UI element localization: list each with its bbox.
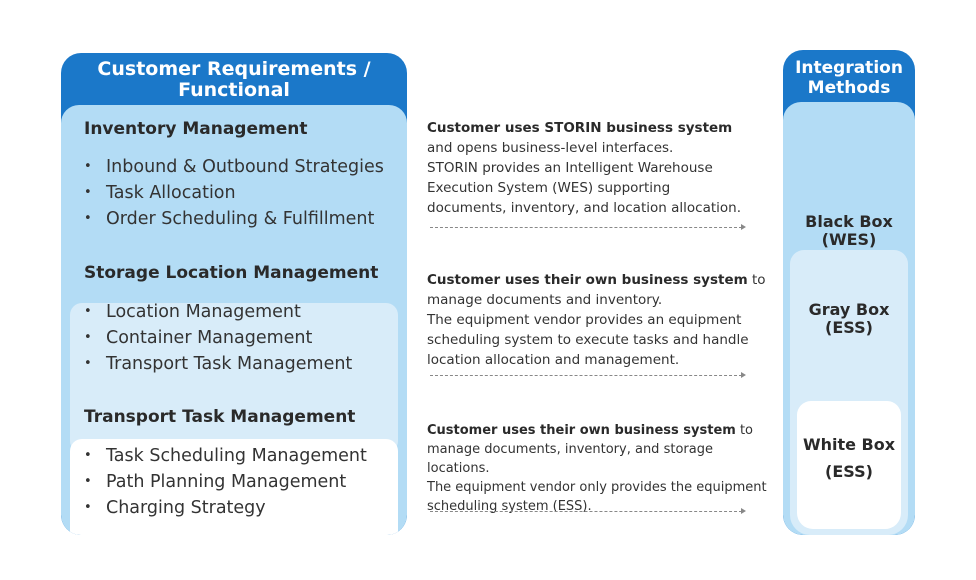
requirements-header-line2: Functional	[178, 79, 290, 101]
integration-header: Integration Methods	[783, 58, 915, 98]
method-white-box: White Box (ESS)	[797, 431, 901, 485]
method-gray-box: Gray Box (ESS)	[790, 301, 908, 337]
list-item: Charging Strategy	[84, 495, 367, 521]
method-system: (ESS)	[825, 462, 873, 481]
list-item: Path Planning Management	[84, 469, 367, 495]
description-line: Execution System (WES) supporting	[427, 180, 671, 196]
method-name: Gray Box	[808, 300, 890, 319]
description-line: documents, inventory, and location alloc…	[427, 200, 741, 216]
method-name: Black Box	[805, 212, 893, 231]
list-item: Location Management	[84, 299, 352, 325]
integration-header-line2: Methods	[807, 78, 891, 98]
description-wes: Customer uses STORIN business system and…	[427, 118, 777, 218]
list-item: Task Allocation	[84, 180, 384, 206]
description-line: STORIN provides an Intelligent Warehouse	[427, 160, 713, 176]
list-item: Inbound & Outbound Strategies	[84, 154, 384, 180]
description-line: and opens business-level interfaces.	[427, 140, 674, 156]
description-white-box: Customer uses their own business system …	[427, 421, 777, 516]
dashed-arrow	[430, 224, 746, 230]
description-gray-box: Customer uses their own business system …	[427, 270, 777, 370]
inventory-list: Inbound & Outbound Strategies Task Alloc…	[84, 154, 384, 232]
requirements-header: Customer Requirements / Functional	[61, 53, 407, 105]
storage-list: Location Management Container Management…	[84, 299, 352, 377]
transport-list: Task Scheduling Management Path Planning…	[84, 443, 367, 521]
description-rest: to	[735, 423, 753, 438]
integration-body: Black Box (WES) Gray Box (ESS) White Box…	[783, 102, 915, 535]
description-line: location allocation and management.	[427, 352, 680, 368]
list-item: Order Scheduling & Fulfillment	[84, 206, 384, 232]
gray-box-card: Gray Box (ESS) White Box (ESS)	[790, 250, 908, 535]
integration-panel: Integration Methods Black Box (WES) Gray…	[783, 50, 915, 535]
requirements-body: Inventory Management Inbound & Outbound …	[61, 105, 407, 535]
integration-header-line1: Integration	[795, 58, 903, 78]
description-bold: Customer uses their own business system	[427, 423, 736, 438]
method-black-box: Black Box (WES)	[783, 213, 915, 249]
description-line: manage documents and inventory.	[427, 292, 663, 308]
method-system: (WES)	[821, 230, 877, 249]
description-line: scheduling system (ESS).	[427, 499, 592, 514]
list-item: Container Management	[84, 325, 352, 351]
white-box-card: White Box (ESS)	[797, 401, 901, 529]
list-item: Transport Task Management	[84, 351, 352, 377]
description-rest: to	[747, 272, 766, 288]
description-bold: Customer uses their own business system	[427, 272, 748, 288]
requirements-panel: Customer Requirements / Functional Inven…	[61, 53, 407, 535]
description-line: manage documents, inventory, and storage…	[427, 442, 713, 476]
description-line: The equipment vendor provides an equipme…	[427, 312, 742, 328]
requirements-header-line1: Customer Requirements /	[97, 58, 371, 80]
description-line: scheduling system to execute tasks and h…	[427, 332, 749, 348]
section-title-inventory: Inventory Management	[84, 119, 308, 139]
dashed-arrow	[430, 372, 746, 378]
description-bold: Customer uses STORIN business system	[427, 120, 733, 136]
section-title-transport: Transport Task Management	[84, 407, 356, 427]
method-system: (ESS)	[825, 318, 873, 337]
method-name: White Box	[802, 435, 896, 454]
list-item: Task Scheduling Management	[84, 443, 367, 469]
section-title-storage: Storage Location Management	[84, 263, 379, 283]
dashed-arrow	[430, 508, 746, 514]
description-line: The equipment vendor only provides the e…	[427, 480, 767, 495]
